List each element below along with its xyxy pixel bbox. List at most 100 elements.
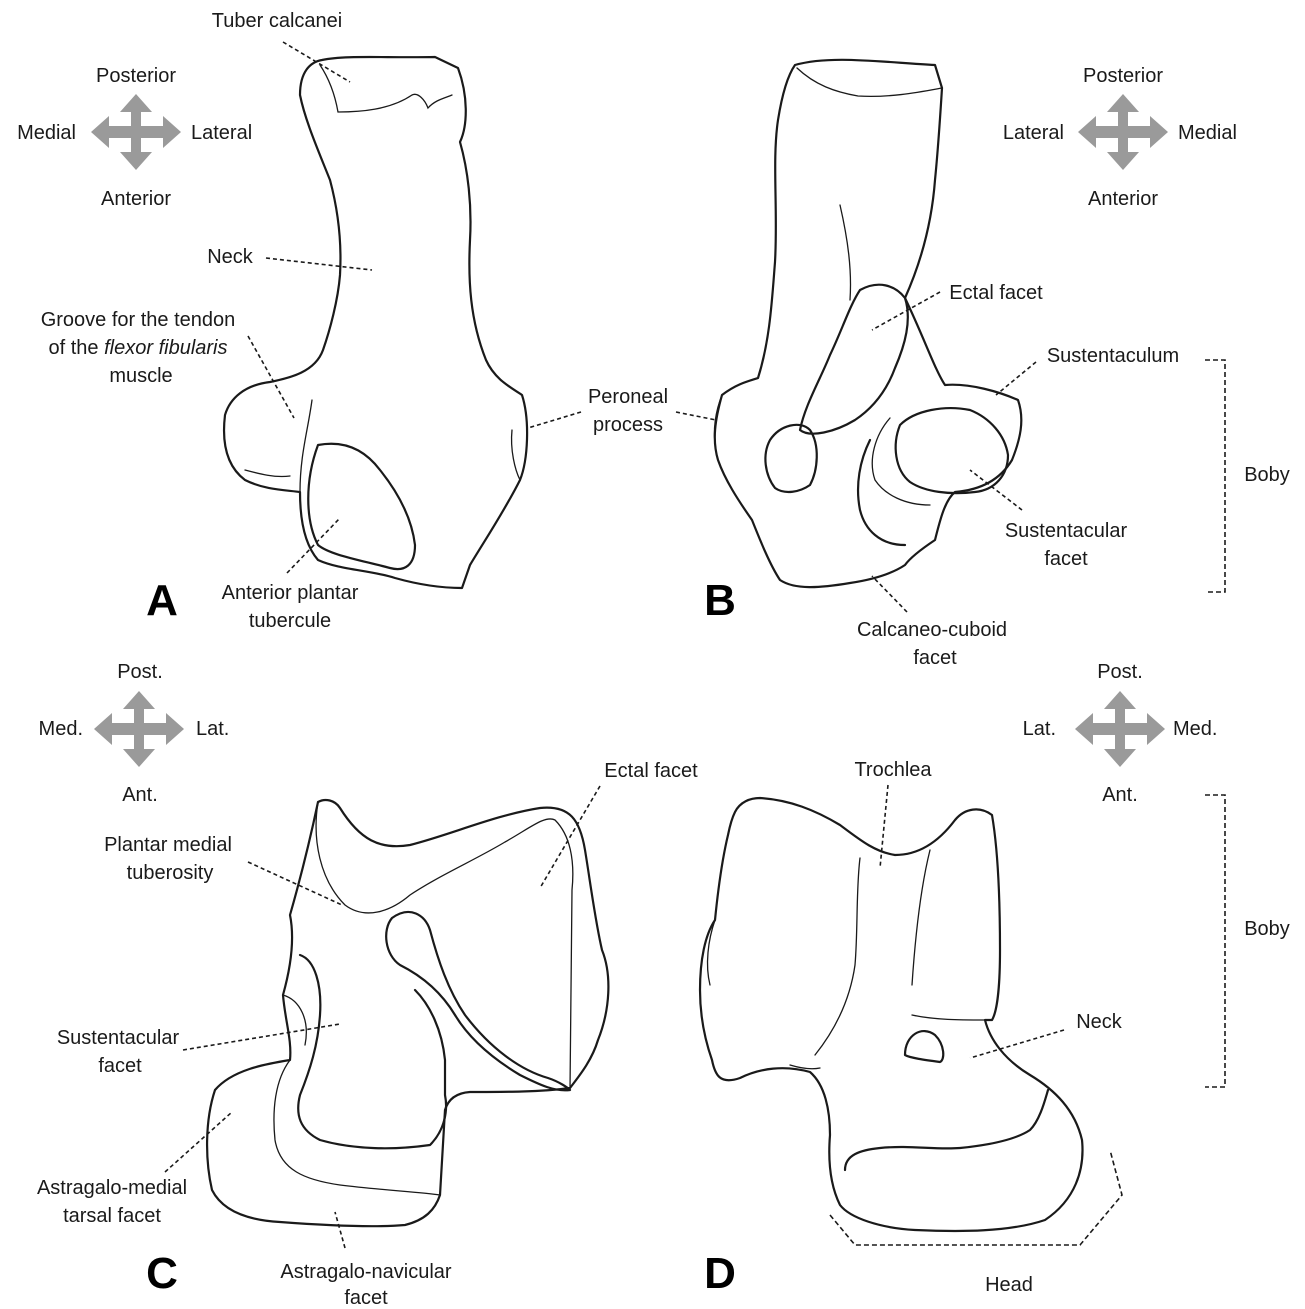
bracket-body-d: [1205, 795, 1225, 1087]
leader-neck-a: [266, 258, 372, 270]
label-sustentacular-b-line1: Sustentacular: [1005, 520, 1128, 542]
label-astragalo-navicular-line2: facet: [344, 1287, 388, 1309]
compass-b-top: Posterior: [1083, 65, 1163, 87]
bracket-body-b: [1205, 360, 1225, 592]
panel-letter-d: D: [704, 1249, 736, 1298]
leader-peroneal-b: [676, 412, 716, 420]
compass-a: Posterior Anterior Medial Lateral: [17, 65, 252, 210]
panel-c-outline: [207, 800, 608, 1226]
panel-b-round-pit: [765, 425, 816, 492]
leader-ectal-c: [540, 786, 600, 888]
label-plantar-line1: Plantar medial: [104, 834, 232, 856]
compass-a-right: Lateral: [191, 122, 252, 144]
panel-b-tuber-rim: [797, 68, 942, 96]
label-anterior-plantar-line1: Anterior plantar: [222, 582, 359, 604]
label-astragalo-medial-line2: tarsal facet: [63, 1205, 161, 1227]
label-trochlea: Trochlea: [854, 759, 932, 781]
label-sustentacular-c-line1: Sustentacular: [57, 1027, 180, 1049]
panel-a-peroneal-mark: [512, 430, 520, 480]
panel-c-ectal-facet: [386, 912, 570, 1090]
compass-c-top: Post.: [117, 661, 163, 683]
panel-b-facet-shadow: [872, 418, 930, 505]
label-groove-line1: Groove for the tendon: [41, 309, 236, 331]
panel-d-trochlea-groove-1: [815, 858, 860, 1055]
panel-c-astragalus-drawing: [207, 800, 608, 1226]
label-peroneal-line2: process: [593, 414, 663, 436]
panel-a-tuber-rim: [320, 65, 452, 112]
label-neck-a: Neck: [207, 246, 254, 268]
panel-letter-c: C: [146, 1249, 178, 1298]
compass-d-right: Med.: [1173, 718, 1217, 740]
leader-peroneal-a: [528, 412, 581, 428]
panel-d-trochlea-groove-2: [912, 850, 930, 985]
leader-neck-d: [970, 1030, 1064, 1058]
panel-d-head: [845, 1090, 1048, 1170]
panel-a-outline: [224, 57, 527, 588]
compass-d-bottom: Ant.: [1102, 784, 1138, 806]
panel-b-cuboid-region: [858, 440, 905, 545]
label-anterior-plantar-line2: tubercule: [249, 610, 331, 632]
leader-astragalo-medial: [165, 1112, 232, 1172]
label-plantar-line2: tuberosity: [127, 862, 214, 884]
label-tuber-calcanei: Tuber calcanei: [212, 10, 342, 32]
panel-c-sustentacular-facet: [298, 955, 446, 1148]
panel-b-ectal-facet: [800, 285, 908, 434]
compass-arrow-icon: [91, 94, 181, 170]
label-sustentacular-c-line2: facet: [98, 1055, 142, 1077]
compass-arrow-icon: [94, 691, 184, 767]
label-sustentaculum: Sustentaculum: [1047, 345, 1179, 367]
label-calcaneo-line2: facet: [913, 647, 957, 669]
panel-letter-a: A: [146, 576, 178, 625]
label-astragalo-medial-line1: Astragalo-medial: [37, 1177, 187, 1199]
panel-d-neck-line: [912, 1015, 985, 1020]
panel-d-astragalus-drawing: [700, 798, 1083, 1231]
label-groove-line3: muscle: [109, 365, 172, 387]
panel-a-plantar-tubercule: [308, 444, 415, 569]
panel-d-fossa: [905, 1031, 943, 1062]
label-sustentacular-b-line2: facet: [1044, 548, 1088, 570]
compass-d-top: Post.: [1097, 661, 1143, 683]
compass-arrow-icon: [1078, 94, 1168, 170]
compass-b-bottom: Anterior: [1088, 188, 1158, 210]
compass-c-right: Lat.: [196, 718, 229, 740]
panel-c-tuberosity-rim: [316, 802, 573, 1090]
label-body-b: Boby: [1244, 464, 1290, 486]
leader-astragalo-navicular: [335, 1212, 345, 1248]
compass-a-bottom: Anterior: [101, 188, 171, 210]
panel-b-outline: [715, 60, 1022, 587]
label-neck-d: Neck: [1076, 1011, 1123, 1033]
leader-sustentaculum: [996, 362, 1036, 395]
label-ectal-facet-c: Ectal facet: [604, 760, 698, 782]
label-peroneal-line1: Peroneal: [588, 386, 668, 408]
compass-c-bottom: Ant.: [122, 784, 158, 806]
label-ectal-facet-b: Ectal facet: [949, 282, 1043, 304]
label-groove-line2-italic: flexor fibularis: [104, 337, 227, 359]
compass-c: Post. Ant. Med. Lat.: [39, 661, 230, 806]
compass-b: Posterior Anterior Lateral Medial: [1003, 65, 1237, 210]
label-groove-line2-pre: of the: [49, 337, 105, 359]
panel-a-medial-mark: [245, 470, 290, 477]
label-calcaneo-line1: Calcaneo-cuboid: [857, 619, 1007, 641]
panel-b-calcaneus-drawing: [714, 60, 1021, 587]
compass-c-left: Med.: [39, 718, 83, 740]
leader-sustentacular-b: [970, 470, 1022, 510]
panel-d-outline: [700, 798, 1083, 1231]
compass-b-left: Lateral: [1003, 122, 1064, 144]
panel-a-calcaneus-drawing: [224, 57, 527, 588]
label-body-d: Boby: [1244, 918, 1290, 940]
label-groove-line2: of the flexor fibularis: [49, 337, 228, 359]
label-head: Head: [985, 1274, 1033, 1296]
leader-trochlea: [880, 785, 888, 868]
compass-a-top: Posterior: [96, 65, 176, 87]
panel-b-shaft-line: [840, 205, 851, 300]
label-astragalo-navicular-line1: Astragalo-navicular: [280, 1261, 452, 1283]
compass-arrow-icon: [1075, 691, 1165, 767]
compass-d-left: Lat.: [1023, 718, 1056, 740]
panel-letter-b: B: [704, 576, 736, 625]
compass-d: Post. Ant. Lat. Med.: [1023, 661, 1218, 806]
compass-b-right: Medial: [1178, 122, 1237, 144]
panel-c-navicular-rim: [274, 1060, 440, 1195]
compass-a-left: Medial: [17, 122, 76, 144]
